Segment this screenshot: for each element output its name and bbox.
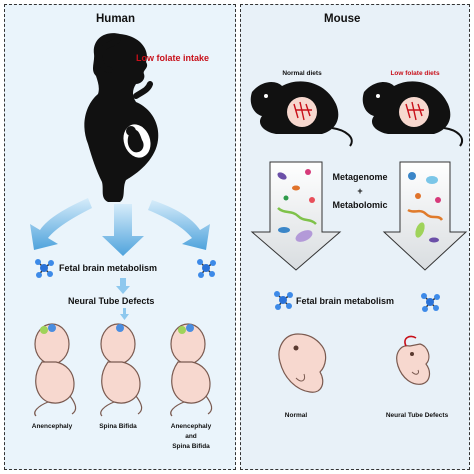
low-folate-intake-label: Low folate intake	[136, 53, 210, 63]
spina-bifida-combined-label: Spina Bifida	[172, 443, 210, 450]
plus-label: +	[357, 186, 363, 196]
pregnant-woman-silhouette	[84, 33, 159, 203]
molecule-icon	[421, 293, 440, 312]
down-arrow-icon	[120, 308, 129, 320]
mouse-title: Mouse	[324, 13, 361, 25]
embryo-normal	[278, 333, 327, 393]
molecule-icon	[274, 291, 293, 310]
infant-spina-bifida	[100, 323, 143, 417]
down-arrow-icon	[116, 278, 130, 294]
infant-anencephaly-spina-bifida	[170, 323, 213, 417]
mouse-fetal-brain-metabolism-label: Fetal brain metabolism	[296, 296, 395, 306]
metagenome-label: Metagenome	[332, 172, 388, 182]
neural-tube-defects-title: Neural Tube Defects	[68, 296, 155, 306]
embryo-neural-tube-defects	[396, 335, 431, 385]
normal-diets-label: Normal diets	[282, 70, 322, 77]
normal-embryo-label: Normal	[284, 412, 308, 419]
infant-anencephaly	[34, 323, 77, 417]
and-label: and	[185, 433, 197, 440]
ntd-embryo-label: Neural Tube Defects	[385, 412, 449, 419]
low-folate-diets-label: Low folate diets	[390, 70, 440, 77]
fetal-brain-metabolism-label: Fetal brain metabolism	[59, 263, 158, 273]
spina-bifida-label: Spina Bifida	[99, 423, 137, 430]
metagenome-arrow-low-folate	[382, 161, 468, 271]
molecule-icon	[197, 259, 216, 278]
metabolomic-label: Metabolomic	[332, 200, 388, 210]
mouse-low-folate-diet	[362, 81, 463, 147]
molecule-icon	[35, 259, 54, 278]
mouse-normal-diet	[250, 81, 353, 147]
anencephaly-combined-label: Anencephaly	[170, 423, 212, 430]
anencephaly-label: Anencephaly	[31, 423, 73, 430]
human-title: Human	[96, 13, 135, 25]
metagenome-arrow-normal	[250, 161, 342, 271]
blue-arrows	[30, 198, 210, 256]
